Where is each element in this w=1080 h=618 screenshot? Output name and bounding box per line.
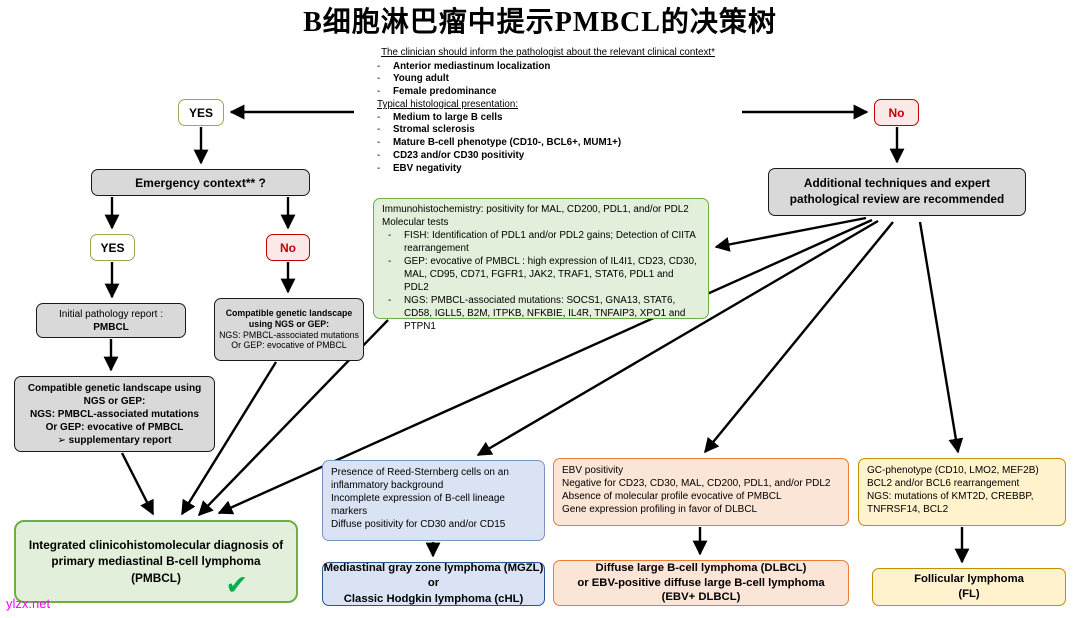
clinical-bullet: Anterior mediastinum localization (363, 61, 733, 74)
dlbcl-criteria-box: EBV positivity Negative for CD23, CD30, … (553, 458, 849, 526)
integrated-line2: primary mediastinal B-cell lymphoma (51, 554, 261, 569)
genetic-landscape-small-box: Compatible genetic landscape using NGS o… (214, 298, 364, 361)
clinical-bullet: Young adult (363, 73, 733, 86)
histology-bullet: Mature B-cell phenotype (CD10-, BCL6+, M… (363, 137, 733, 150)
mgzl-result-line1: Mediastinal gray zone lymphoma (MGZL) or (323, 562, 544, 590)
fl-result-line1: Follicular lymphoma (914, 573, 1024, 586)
histology-bullet: CD23 and/or CD30 positivity (363, 150, 733, 163)
yes-label-sub: YES (90, 234, 135, 261)
genetic-large-gep: Or GEP: evocative of PMBCL (45, 421, 184, 433)
fl-criteria-line: NGS: mutations of KMT2D, CREBBP, TNFRSF1… (867, 491, 1034, 515)
mgzl-result-box: Mediastinal gray zone lymphoma (MGZL) or… (322, 562, 545, 606)
no-label-top: No (874, 99, 919, 126)
initial-report-pmbcl: PMBCL (93, 321, 129, 333)
genetic-landscape-large-box: Compatible genetic landscape using NGS o… (14, 376, 215, 452)
emergency-context-box: Emergency context** ? (91, 169, 310, 196)
clinical-bullet: Female predominance (363, 86, 733, 99)
mgzl-criteria-box: Presence of Reed-Sternberg cells on an i… (322, 460, 545, 541)
additional-techniques-box: Additional techniques and expert patholo… (768, 168, 1026, 216)
molecular-ihc-line: Immunohistochemistry: positivity for MAL… (382, 204, 689, 215)
histology-bullet: Medium to large B cells (363, 112, 733, 125)
mgzl-criteria-line: Incomplete expression of B-cell lineage … (331, 493, 505, 517)
molecular-fish-line: FISH: Identification of PDL1 and/or PDL2… (382, 230, 700, 256)
fl-result-line2: (FL) (958, 588, 980, 600)
clinical-context-header: The clinician should inform the patholog… (381, 47, 715, 58)
molecular-ngs-line: NGS: PMBCL-associated mutations: SOCS1, … (382, 295, 700, 334)
genetic-large-header: Compatible genetic landscape using NGS o… (27, 382, 202, 407)
yes-label-top: YES (178, 99, 224, 126)
molecular-tests-box: Immunohistochemistry: positivity for MAL… (373, 198, 709, 332)
molecular-tests-label: Molecular tests (382, 216, 449, 228)
clinical-context-box: The clinician should inform the patholog… (355, 43, 741, 184)
arrow-additional-to-mgzl (476, 219, 879, 457)
watermark: ylzx.net (6, 596, 51, 611)
integrated-line1: Integrated clinicohistomolecular diagnos… (28, 537, 284, 552)
genetic-large-supplementary: ➢ supplementary report (57, 434, 172, 446)
genetic-small-ngs: NGS: PMBCL-associated mutations (219, 329, 359, 340)
fl-criteria-line: GC-phenotype (CD10, LMO2, MEF2B) (867, 465, 1039, 476)
dlbcl-criteria-line: Negative for CD23, CD30, MAL, CD200, PDL… (562, 478, 831, 489)
arrow-additional-to-dlbcl (704, 221, 894, 454)
dlbcl-result-line3: (EBV+ DLBCL) (661, 591, 741, 604)
arrow-additional-to-molecular (714, 216, 867, 252)
histology-bullet: EBV negativity (363, 163, 733, 176)
genetic-large-ngs: NGS: PMBCL-associated mutations (30, 408, 199, 420)
additional-line1: Additional techniques and expert (803, 176, 991, 191)
fl-result-box: Follicular lymphoma (FL) (872, 568, 1066, 606)
arrow-genetic-large-to-integrated (120, 452, 155, 516)
fl-criteria-line: BCL2 and/or BCL6 rearrangement (867, 478, 1020, 489)
initial-report-line: Initial pathology report : (59, 308, 163, 320)
mgzl-criteria-line: Presence of Reed-Sternberg cells on an i… (331, 467, 509, 491)
green-checkmark-icon: ✔ (225, 570, 248, 601)
genetic-small-gep: Or GEP: evocative of PMBCL (231, 340, 347, 351)
fl-criteria-box: GC-phenotype (CD10, LMO2, MEF2B) BCL2 an… (858, 458, 1066, 526)
dlbcl-result-box: Diffuse large B-cell lymphoma (DLBCL) or… (553, 560, 849, 606)
histology-subheader: Typical histological presentation: (377, 98, 519, 110)
mgzl-result-line2: Classic Hodgkin lymphoma (cHL) (343, 592, 524, 605)
page-title: B细胞淋巴瘤中提示PMBCL的决策树 (303, 7, 777, 38)
additional-line2: pathological review are recommended (789, 192, 1005, 206)
arrow-additional-to-fl (918, 221, 964, 454)
histology-bullet: Stromal sclerosis (363, 124, 733, 137)
initial-pathology-report-box: Initial pathology report : PMBCL (36, 303, 186, 338)
molecular-gep-line: GEP: evocative of PMBCL : high expressio… (382, 256, 700, 295)
integrated-diagnosis-box: Integrated clinicohistomolecular diagnos… (14, 520, 298, 603)
genetic-small-header: Compatible genetic landscape using NGS o… (225, 307, 353, 329)
dlbcl-criteria-line: Gene expression profiling in favor of DL… (562, 504, 758, 515)
arrow-genetic-small-to-integrated (180, 361, 278, 516)
dlbcl-result-line2: or EBV-positive diffuse large B-cell lym… (577, 576, 825, 589)
mgzl-criteria-line: Diffuse positivity for CD30 and/or CD15 (331, 519, 506, 530)
dlbcl-criteria-line: EBV positivity (562, 465, 624, 476)
no-label-sub: No (266, 234, 310, 261)
dlbcl-criteria-line: Absence of molecular profile evocative o… (562, 491, 782, 502)
integrated-line3: (PMBCL) (131, 570, 181, 585)
dlbcl-result-line1: Diffuse large B-cell lymphoma (DLBCL) (595, 562, 807, 574)
